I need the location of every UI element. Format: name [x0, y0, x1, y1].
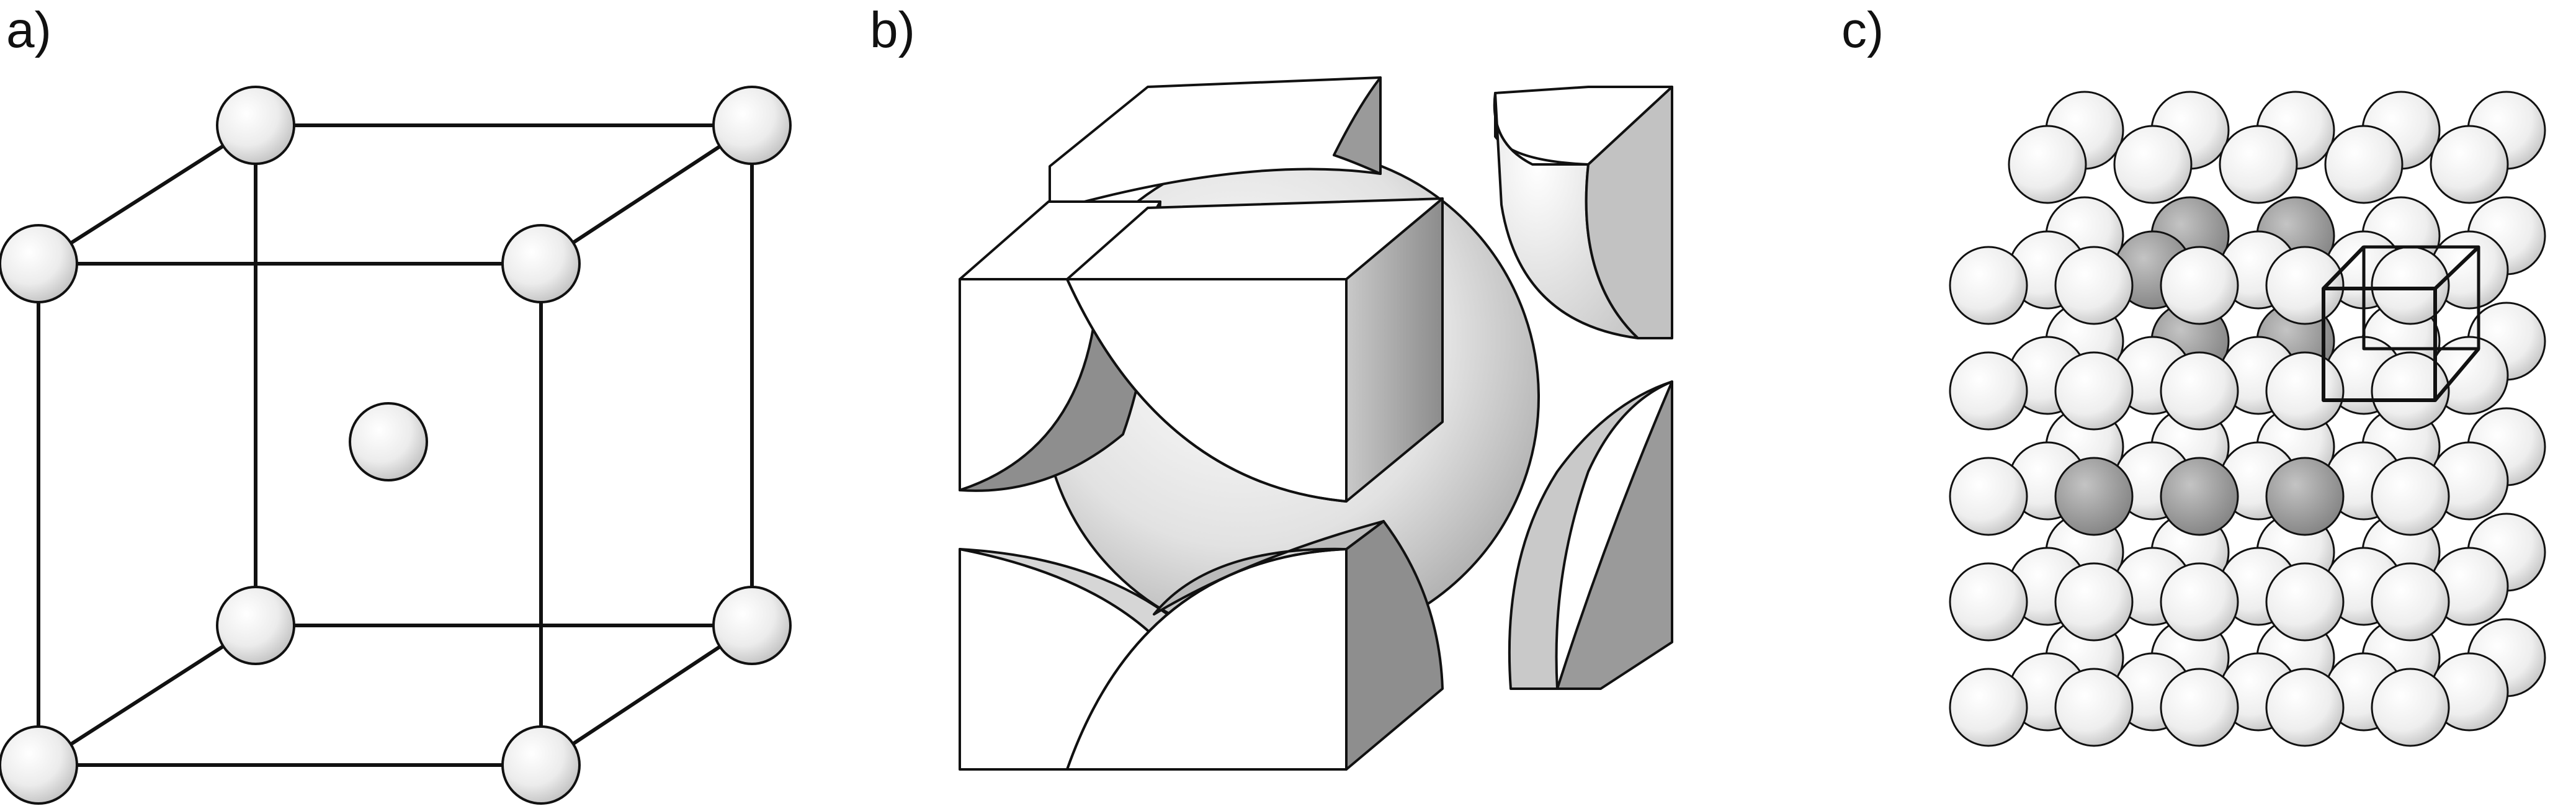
panel-a-label: a): [6, 2, 51, 58]
corner-octant-back-top-left: [1049, 76, 1382, 212]
atom: [1949, 668, 2028, 747]
panel-a: a): [0, 0, 862, 806]
unit-cell-outline: [2322, 245, 2480, 402]
bcc-hard-sphere-diagram: [959, 76, 1673, 771]
atom-back-bottom-right: [712, 586, 792, 665]
atom: [2160, 351, 2239, 431]
atom-front-bottom-right: [501, 725, 581, 805]
corner-octant-front-top-right: [1066, 197, 1444, 503]
atom: [2160, 668, 2239, 747]
atom: [2371, 668, 2450, 747]
bcc-crystal-aggregate-diagram: [1949, 91, 2546, 747]
atom-front-bottom-left: [0, 725, 78, 805]
highlighted-atom: [2160, 457, 2239, 536]
crystal-atoms: [1949, 91, 2546, 747]
atom: [2008, 125, 2087, 204]
atom: [2371, 562, 2450, 642]
atom: [2219, 125, 2298, 204]
atom: [2430, 125, 2509, 204]
panel-c-label: c): [1841, 2, 1884, 58]
highlighted-atom: [2054, 457, 2134, 536]
atom-back-top-right: [712, 86, 792, 165]
panel-c: c): [1731, 0, 2576, 806]
atom-back-bottom-left: [216, 586, 295, 665]
highlighted-atom: [2265, 457, 2345, 536]
atom: [2054, 668, 2134, 747]
atom: [1949, 457, 2028, 536]
atom: [2160, 246, 2239, 325]
atom: [2265, 246, 2345, 325]
atom: [1949, 246, 2028, 325]
atom: [2324, 125, 2404, 204]
atom: [2054, 351, 2134, 431]
atom: [1949, 562, 2028, 642]
atom-back-top-left: [216, 86, 295, 165]
corner-octant-back-bottom-right: [1508, 380, 1673, 690]
atom: [2265, 562, 2345, 642]
atom: [2265, 668, 2345, 747]
panel-b-label: b): [870, 2, 915, 58]
bcc-ball-stick-diagram: [0, 86, 792, 805]
atom: [2371, 457, 2450, 536]
atom: [2160, 562, 2239, 642]
atom: [2371, 351, 2450, 431]
atom-body-center: [349, 402, 428, 481]
corner-octant-back-top-right: [1493, 86, 1673, 339]
atom: [2113, 125, 2193, 204]
panel-b: b): [862, 0, 1731, 806]
atom-front-top-left: [0, 224, 78, 303]
atom: [2054, 562, 2134, 642]
atom: [2054, 246, 2134, 325]
corner-octant-front-bottom-right: [1066, 520, 1444, 771]
corner-atoms: [0, 86, 792, 805]
atom: [2265, 351, 2345, 431]
cube-edges: [37, 123, 754, 767]
atom: [1949, 351, 2028, 431]
atom-front-top-right: [501, 224, 581, 303]
